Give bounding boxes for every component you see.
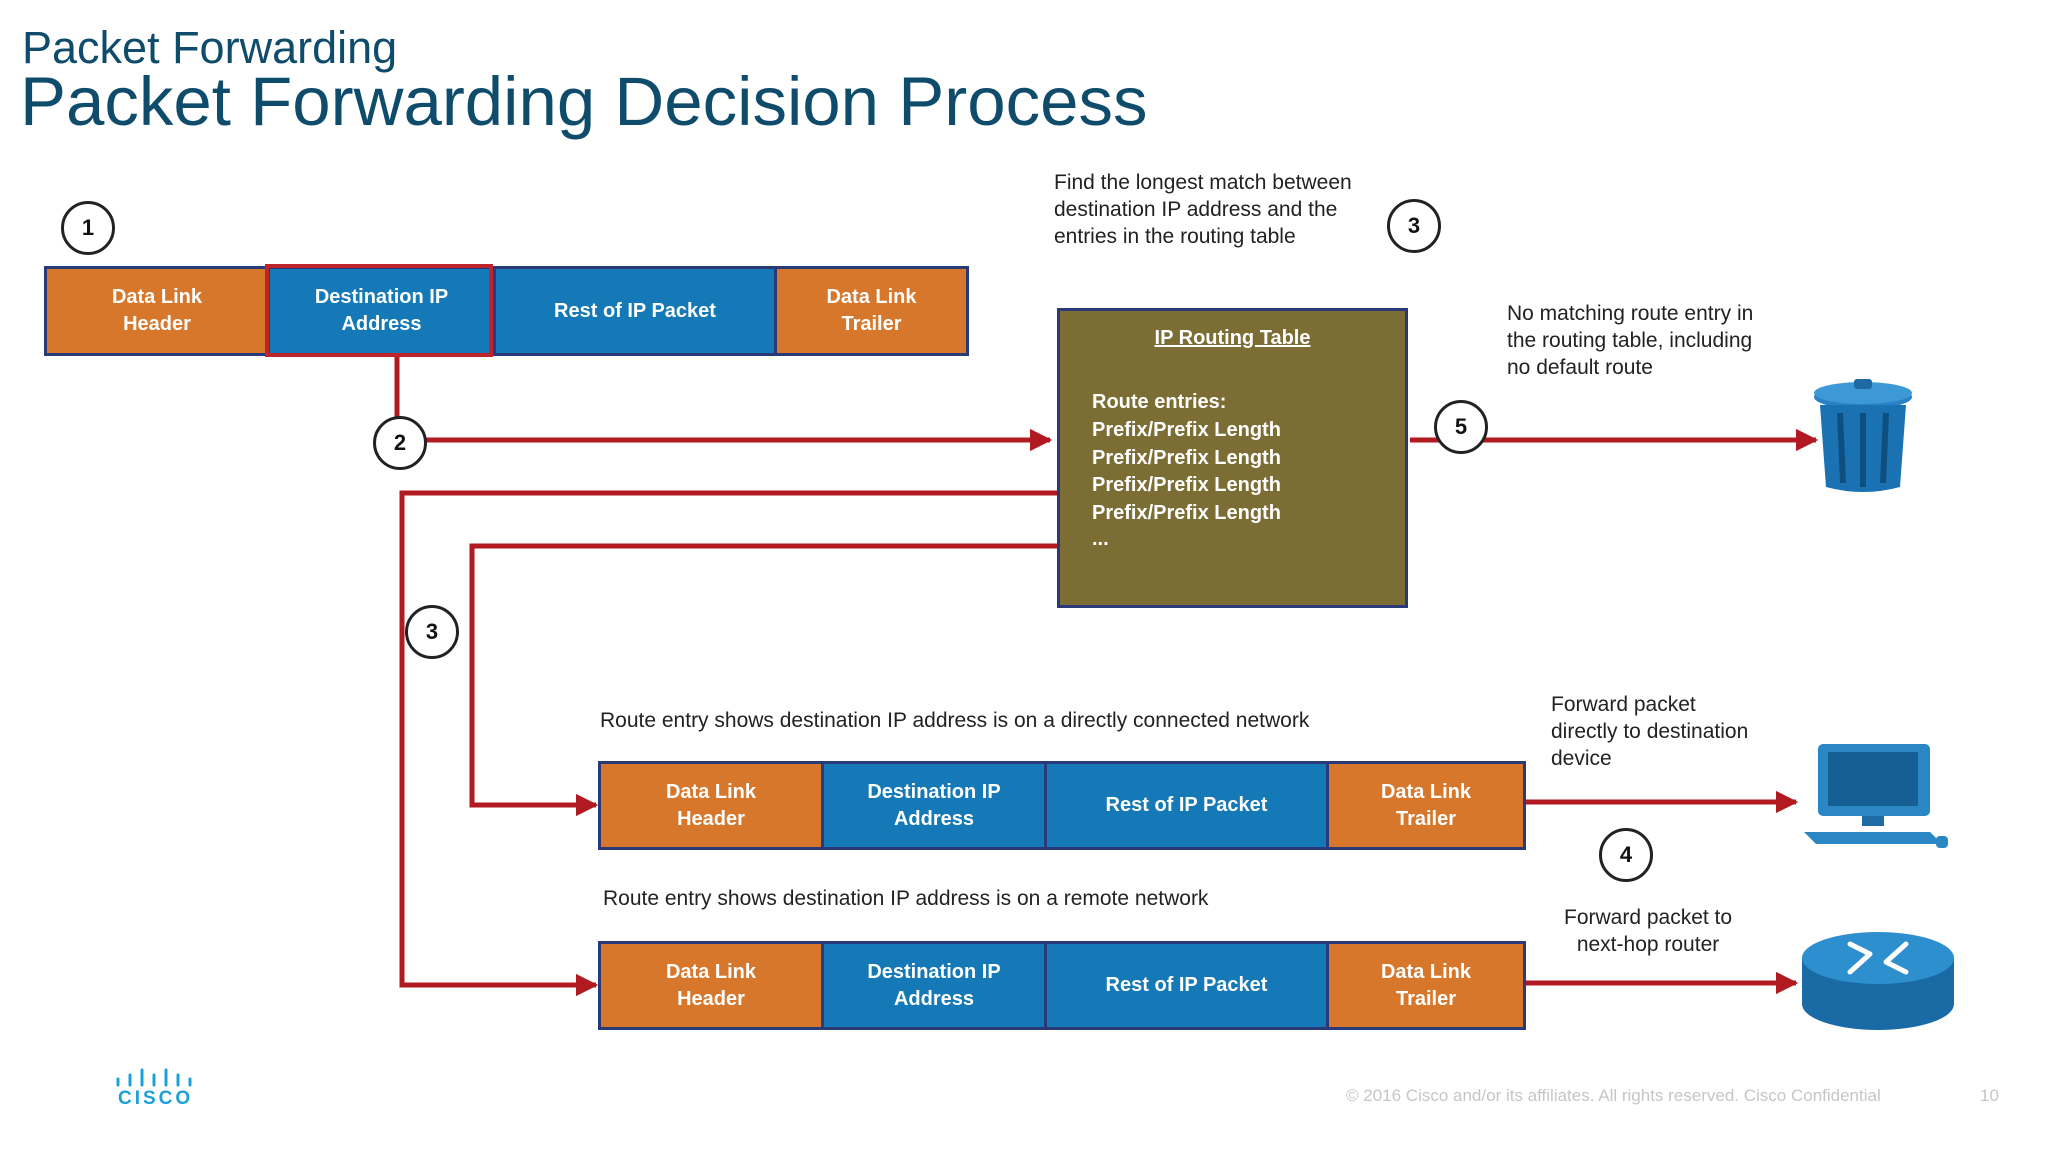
routing-table-title: IP Routing Table	[1154, 327, 1311, 349]
computer-icon	[1804, 744, 1948, 848]
ip-routing-table: IP Routing Table Route entries: Prefix/P…	[1057, 308, 1408, 608]
forward-next-hop-note: Forward packet to next-hop router	[1564, 906, 1733, 956]
direct-network-note: Route entry shows destination IP address…	[600, 709, 1310, 732]
rest-of-ip-packet: Rest of IP Packet	[496, 269, 777, 353]
trash-can-icon	[1814, 379, 1912, 492]
route-entry: Prefix/Prefix Length	[1092, 419, 1281, 441]
step-1-marker: 1	[61, 201, 115, 255]
longest-match-note: Find the longest match between destinati…	[1054, 171, 1352, 248]
direct-route-line	[469, 543, 1057, 817]
router-icon	[1802, 932, 1954, 1030]
cisco-logo-text: CISCO	[118, 1088, 194, 1109]
step-2-marker: 2	[373, 416, 427, 470]
page-number: 10	[1980, 1086, 1999, 1105]
lookup-arrow	[394, 356, 1053, 452]
rest-of-ip-packet: Rest of IP Packet	[1047, 764, 1329, 847]
rest-of-ip-packet: Rest of IP Packet	[1047, 944, 1329, 1027]
step-5-marker: 5	[1434, 400, 1488, 454]
route-entries-ellipsis: ...	[1092, 528, 1109, 550]
route-entry: Prefix/Prefix Length	[1092, 474, 1281, 496]
route-entry: Prefix/Prefix Length	[1092, 502, 1281, 524]
forward-direct-note: Forward packet directly to destination d…	[1551, 693, 1749, 770]
slide-subtitle: Packet Forwarding	[22, 22, 398, 73]
step-3-marker-left: 3	[405, 605, 459, 659]
step-4-marker: 4	[1599, 828, 1653, 882]
route-entries-label: Route entries:	[1092, 391, 1227, 413]
remote-network-note: Route entry shows destination IP address…	[603, 887, 1209, 910]
cisco-logo	[116, 1068, 192, 1087]
step-3-marker-top: 3	[1387, 199, 1441, 253]
no-match-note: No matching route entry in the routing t…	[1507, 302, 1754, 379]
destination-ip-highlight	[265, 264, 493, 357]
route-entry: Prefix/Prefix Length	[1092, 447, 1281, 469]
slide-title: Packet Forwarding Decision Process	[20, 63, 1148, 140]
remote-route-line	[399, 490, 1057, 997]
copyright-notice: © 2016 Cisco and/or its affiliates. All …	[1346, 1086, 1881, 1105]
